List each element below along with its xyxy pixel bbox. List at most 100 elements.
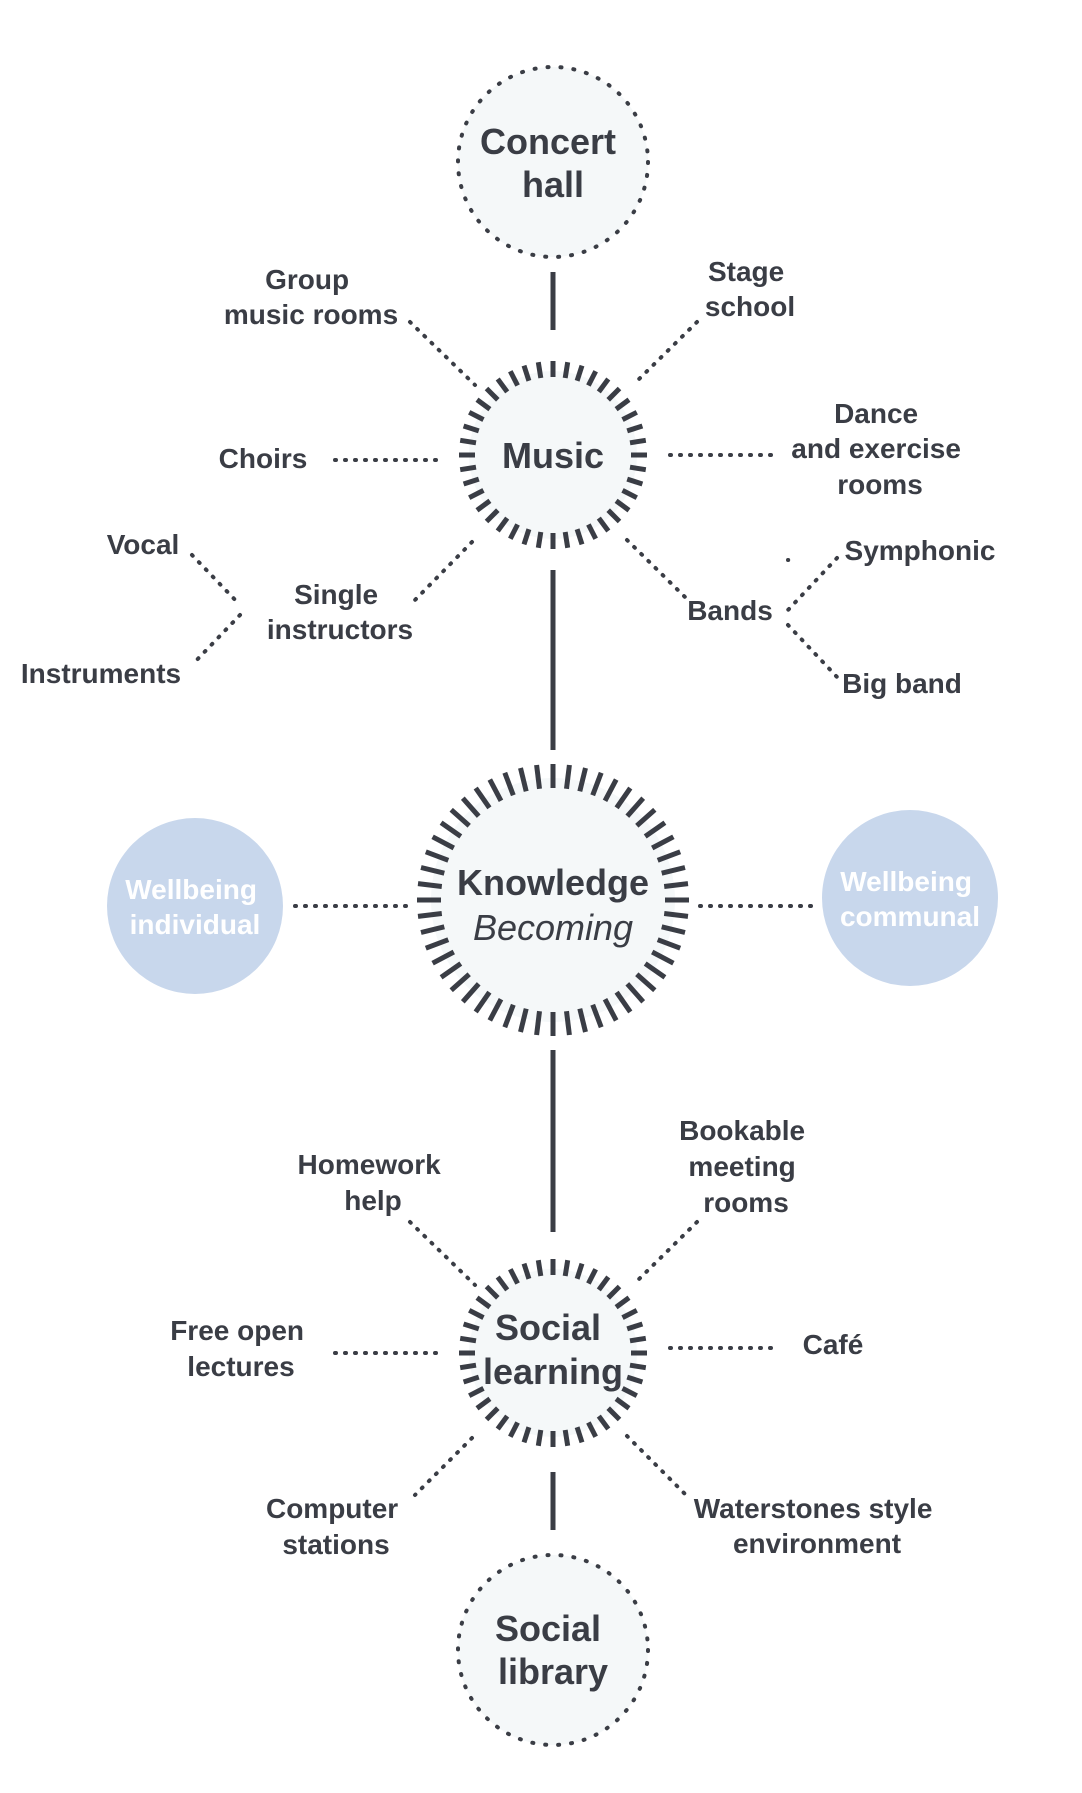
svg-text:Concert hall: Concert hall — [480, 121, 626, 205]
node-music: Music — [459, 361, 647, 549]
ring-tick — [614, 1396, 631, 1411]
ring-tick — [651, 949, 675, 966]
label-homework-help: Homework help — [298, 1149, 449, 1216]
ring-tick — [614, 498, 631, 513]
ring-tick — [420, 865, 445, 876]
knowledge-label: Knowledge — [457, 862, 649, 903]
ring-tick — [459, 437, 477, 446]
connector-instruments — [190, 613, 242, 667]
ring-tick — [629, 1362, 647, 1371]
ring-tick — [621, 410, 638, 422]
ring-tick — [502, 1003, 516, 1029]
ring-tick — [635, 972, 657, 993]
ring-tick — [621, 1308, 638, 1320]
ring-tick — [462, 476, 480, 487]
ring-tick — [521, 364, 532, 382]
label-single-instructors: Single instructors — [267, 579, 413, 645]
ring-tick — [562, 531, 571, 549]
social-library-line2: library — [498, 1651, 608, 1692]
ring-tick — [420, 924, 445, 935]
node-knowledge: Knowledge Becoming — [417, 764, 689, 1036]
label-instruments: Instruments — [21, 658, 181, 689]
ring-tick — [460, 982, 481, 1004]
ring-tick — [459, 1362, 477, 1371]
wellbeing-individual-line2: individual — [130, 909, 261, 940]
ring-tick — [475, 1396, 492, 1411]
node-social-learning: Social learning — [459, 1259, 647, 1447]
music-label: Music — [502, 435, 604, 476]
label-bands: Bands — [687, 595, 773, 626]
ring-tick — [475, 1295, 492, 1310]
label-bookable-rooms: Bookable meeting rooms — [679, 1115, 813, 1218]
ring-tick — [473, 786, 492, 810]
ring-tick — [596, 1275, 611, 1292]
knowledge-tick-ring — [417, 764, 689, 1036]
ring-tick — [596, 377, 611, 394]
ring-tick — [562, 1259, 571, 1277]
ring-tick — [574, 1262, 585, 1280]
ring-tick — [449, 972, 471, 993]
connector-symphonic-line — [786, 556, 839, 612]
ring-tick — [518, 1008, 529, 1033]
ring-tick — [535, 531, 544, 549]
concert-hall-line2: hall — [522, 164, 584, 205]
label-dance-rooms: Dance and exercise rooms — [791, 398, 968, 500]
ring-tick — [495, 516, 510, 533]
ring-tick — [508, 1421, 520, 1438]
label-big-band: Big band — [842, 668, 962, 699]
svg-text:Wellbeing communal: Wellbeing communal — [840, 866, 980, 932]
ring-tick — [475, 498, 492, 513]
ring-tick — [417, 881, 443, 889]
ring-tick — [535, 1429, 544, 1447]
ring-tick — [606, 1284, 622, 1300]
ring-tick — [502, 771, 516, 797]
ring-tick — [661, 924, 686, 935]
ring-tick — [606, 1406, 622, 1422]
social-learning-line1: Social — [495, 1307, 601, 1348]
music-tick-ring — [459, 361, 647, 549]
label-computer-stations: Computer stations — [266, 1493, 406, 1560]
ring-tick — [431, 834, 455, 851]
ring-tick — [459, 464, 477, 473]
ring-tick — [495, 377, 510, 394]
social-learning-tick-ring — [459, 1259, 647, 1447]
ring-tick — [596, 1414, 611, 1431]
ring-tick — [577, 1008, 588, 1033]
connector-homework — [408, 1220, 477, 1287]
svg-text:Becoming: Becoming — [473, 907, 633, 948]
ring-tick — [574, 364, 585, 382]
connector-single-instructors — [413, 540, 474, 602]
ring-tick — [574, 528, 585, 546]
ring-tick — [663, 911, 689, 919]
ring-tick — [534, 1010, 542, 1036]
ring-tick — [635, 807, 657, 828]
connector-bands — [625, 538, 688, 600]
node-wellbeing-individual: Wellbeing individual — [107, 818, 283, 994]
ring-tick — [643, 820, 667, 839]
social-learning-line2: learning — [483, 1351, 623, 1392]
ring-tick — [574, 1426, 585, 1444]
ring-tick — [468, 410, 485, 422]
svg-text:Knowledge: Knowledge — [457, 862, 649, 903]
ring-tick — [586, 1268, 598, 1285]
ring-tick — [468, 1308, 485, 1320]
ring-tick — [621, 488, 638, 500]
ring-tick — [656, 849, 682, 863]
wellbeing-individual-line1: Wellbeing — [125, 874, 257, 905]
ring-tick — [643, 961, 667, 980]
svg-text:Wellbeing individual: Wellbeing individual — [125, 874, 265, 940]
ring-tick — [518, 767, 529, 792]
ring-tick — [473, 990, 492, 1014]
ring-tick — [629, 1335, 647, 1344]
ring-tick — [521, 1262, 532, 1280]
connector-computers — [413, 1436, 474, 1497]
node-concert-hall: Concert hall — [456, 65, 650, 259]
ring-tick — [475, 397, 492, 412]
connector-big-band — [786, 623, 839, 679]
ring-tick — [431, 949, 455, 966]
label-free-lectures: Free open lectures — [170, 1315, 312, 1382]
wellbeing-communal-line2: communal — [840, 901, 980, 932]
ring-tick — [459, 1335, 477, 1344]
connector-group-rooms — [408, 320, 477, 387]
ring-tick — [495, 1414, 510, 1431]
